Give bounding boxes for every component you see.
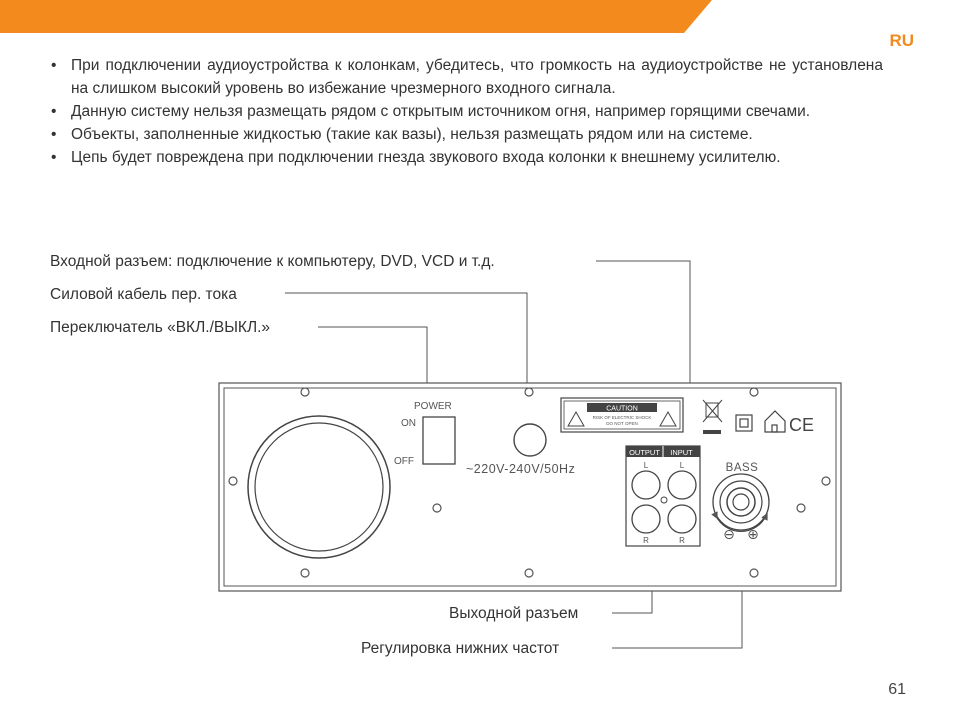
bullet-dot: • xyxy=(51,126,57,143)
screw-holes xyxy=(228,387,831,578)
power-cord-icon xyxy=(513,423,547,457)
bullet-item: • Данную систему нельзя размещать рядом с… xyxy=(50,100,883,123)
bullet-dot: • xyxy=(51,57,57,74)
screw-icon xyxy=(432,503,442,513)
screw-icon xyxy=(821,476,831,486)
bullet-dot: • xyxy=(51,103,57,120)
callout-input-jack: Входной разъем: подключение к компьютеру… xyxy=(50,253,495,270)
callout-power-cable: Силовой кабель пер. тока xyxy=(50,286,237,303)
weee-bin-icon xyxy=(702,399,723,434)
screw-icon xyxy=(524,387,534,397)
left-channel-label: L xyxy=(680,461,685,470)
caution-title: CAUTION xyxy=(606,406,638,413)
ground-screw-icon xyxy=(660,496,668,504)
bullet-text: Объекты, заполненные жидкостью (такие ка… xyxy=(71,126,753,143)
left-channel-label: L xyxy=(644,461,649,470)
bass-port xyxy=(247,415,391,559)
rca-jack-icon xyxy=(667,504,697,534)
warning-triangle-icon xyxy=(567,410,585,427)
bullet-text: Данную систему нельзя размещать рядом с … xyxy=(71,103,811,120)
header-bar xyxy=(0,0,712,33)
bass-label: BASS xyxy=(726,462,759,474)
bullet-text: При подключении аудиоустройства к колонк… xyxy=(71,57,883,97)
caution-line1: RISK OF ELECTRIC SHOCK xyxy=(593,415,652,420)
output-label: OUTPUT xyxy=(629,448,660,457)
warning-triangle-icon xyxy=(659,410,677,427)
callout-output-jack: Выходной разъем xyxy=(449,605,579,622)
power-switch: POWER ON OFF xyxy=(394,401,456,467)
right-channel-label: R xyxy=(643,536,649,545)
page-number: 61 xyxy=(888,681,906,698)
caution-label: CAUTION RISK OF ELECTRIC SHOCK DO NOT OP… xyxy=(560,397,684,433)
callout-bass-control: Регулировка нижних частот xyxy=(361,640,560,657)
callout-power-switch: Переключатель «ВКЛ./ВЫКЛ.» xyxy=(50,319,271,336)
double-insulation-icon xyxy=(735,414,753,432)
bullet-item: • При подключении аудиоустройства к колон… xyxy=(50,54,883,100)
bullet-dot: • xyxy=(51,149,57,166)
rocker-switch xyxy=(422,416,456,465)
right-channel-label: R xyxy=(679,536,685,545)
bullet-text: Цепь будет повреждена при подключении гн… xyxy=(71,149,781,166)
voltage-label: ~220V-240V/50Hz xyxy=(466,462,575,476)
screw-icon xyxy=(228,476,238,486)
rca-jack-icon xyxy=(631,504,661,534)
rca-jack-icon xyxy=(631,470,661,500)
bullet-item: • Объекты, заполненные жидкостью (такие к… xyxy=(50,123,883,146)
language-tag: RU xyxy=(889,31,914,50)
plus-icon: ⊕ xyxy=(747,526,759,542)
screw-icon xyxy=(749,568,759,578)
bullet-item: • Цепь будет повреждена при подключении г… xyxy=(50,146,883,169)
certification-marks: CE xyxy=(702,399,814,435)
rotate-arrow-icon xyxy=(711,511,768,532)
screw-icon xyxy=(796,503,806,513)
bass-knob: BASS ⊖ ⊕ xyxy=(711,462,770,542)
screw-icon xyxy=(300,387,310,397)
indoor-use-icon xyxy=(764,410,786,433)
rca-jack-icon xyxy=(667,470,697,500)
off-label: OFF xyxy=(394,456,414,467)
ce-mark-icon: CE xyxy=(789,415,814,435)
screw-icon xyxy=(524,568,534,578)
caution-line2: DO NOT OPEN xyxy=(606,421,637,426)
on-label: ON xyxy=(401,418,416,429)
jack-panel: OUTPUT INPUT L L R R xyxy=(625,445,701,547)
header-orange-band xyxy=(0,0,712,33)
input-label: INPUT xyxy=(670,448,693,457)
power-socket: ~220V-240V/50Hz xyxy=(466,423,575,476)
minus-icon: ⊖ xyxy=(723,526,735,542)
safety-bullet-list: • При подключении аудиоустройства к колон… xyxy=(50,54,883,169)
screw-icon xyxy=(300,568,310,578)
screw-icon xyxy=(749,387,759,397)
power-label: POWER xyxy=(414,401,452,412)
